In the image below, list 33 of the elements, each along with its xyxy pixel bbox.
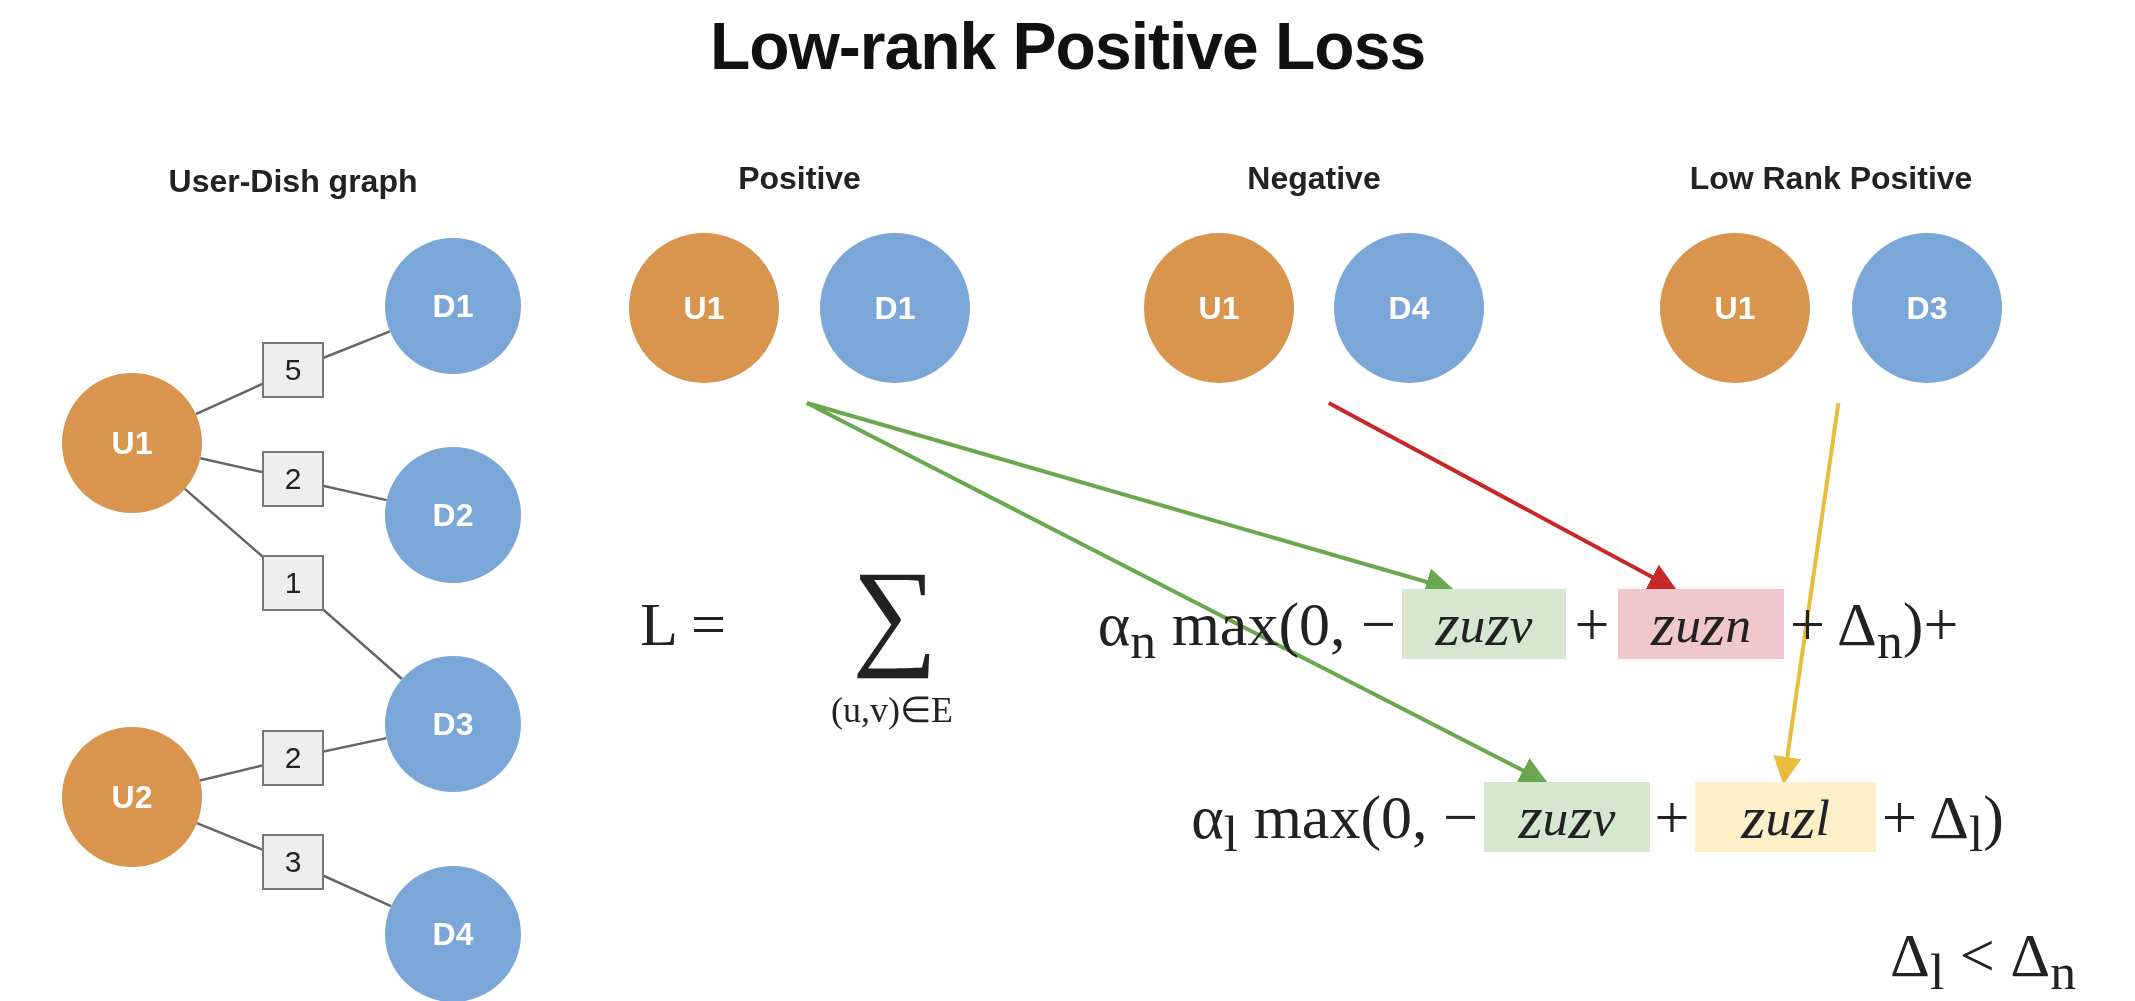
arrow [1773, 402, 1841, 785]
formula-text: α$_{l}$ max(0, − [1191, 782, 1478, 852]
formula-text: Δ$_{l}$ < Δ$_{n}$ [1890, 920, 2076, 990]
node-circle: U1 [62, 373, 202, 513]
weight-label: 2 [262, 730, 324, 786]
formula-text: + [1654, 782, 1690, 852]
node-circle: D4 [385, 866, 521, 1001]
column-heading: Negative [1246, 160, 1382, 197]
node-circle: U1 [1660, 233, 1810, 383]
weight-label: 3 [262, 834, 324, 890]
node-circle: D4 [1334, 233, 1484, 383]
node-circle: U1 [629, 233, 779, 383]
node-circle: D2 [385, 447, 521, 583]
node-circle: U1 [1144, 233, 1294, 383]
node-circle: D3 [385, 656, 521, 792]
formula-text: (u,v)∈E [831, 689, 953, 732]
weight-label: 5 [262, 342, 324, 398]
column-heading: Positive [737, 160, 862, 197]
formula-text: + Δ$_{l}$) [1882, 782, 2004, 852]
node-circle: D1 [385, 238, 521, 374]
formula-text: L = [640, 589, 727, 659]
formula-text: + [1574, 589, 1610, 659]
formula-text: ∑ [852, 548, 938, 678]
weight-label: 2 [262, 451, 324, 507]
graph-heading: User-Dish graph [168, 163, 418, 200]
node-circle: D1 [820, 233, 970, 383]
weight-label: 1 [262, 555, 324, 611]
column-heading: Low Rank Positive [1688, 160, 1974, 197]
arrow [1327, 401, 1677, 591]
arrow [806, 401, 1548, 784]
node-circle: D3 [1852, 233, 2002, 383]
node-circle: U2 [62, 727, 202, 867]
title: Low-rank Positive Loss [708, 8, 1427, 84]
